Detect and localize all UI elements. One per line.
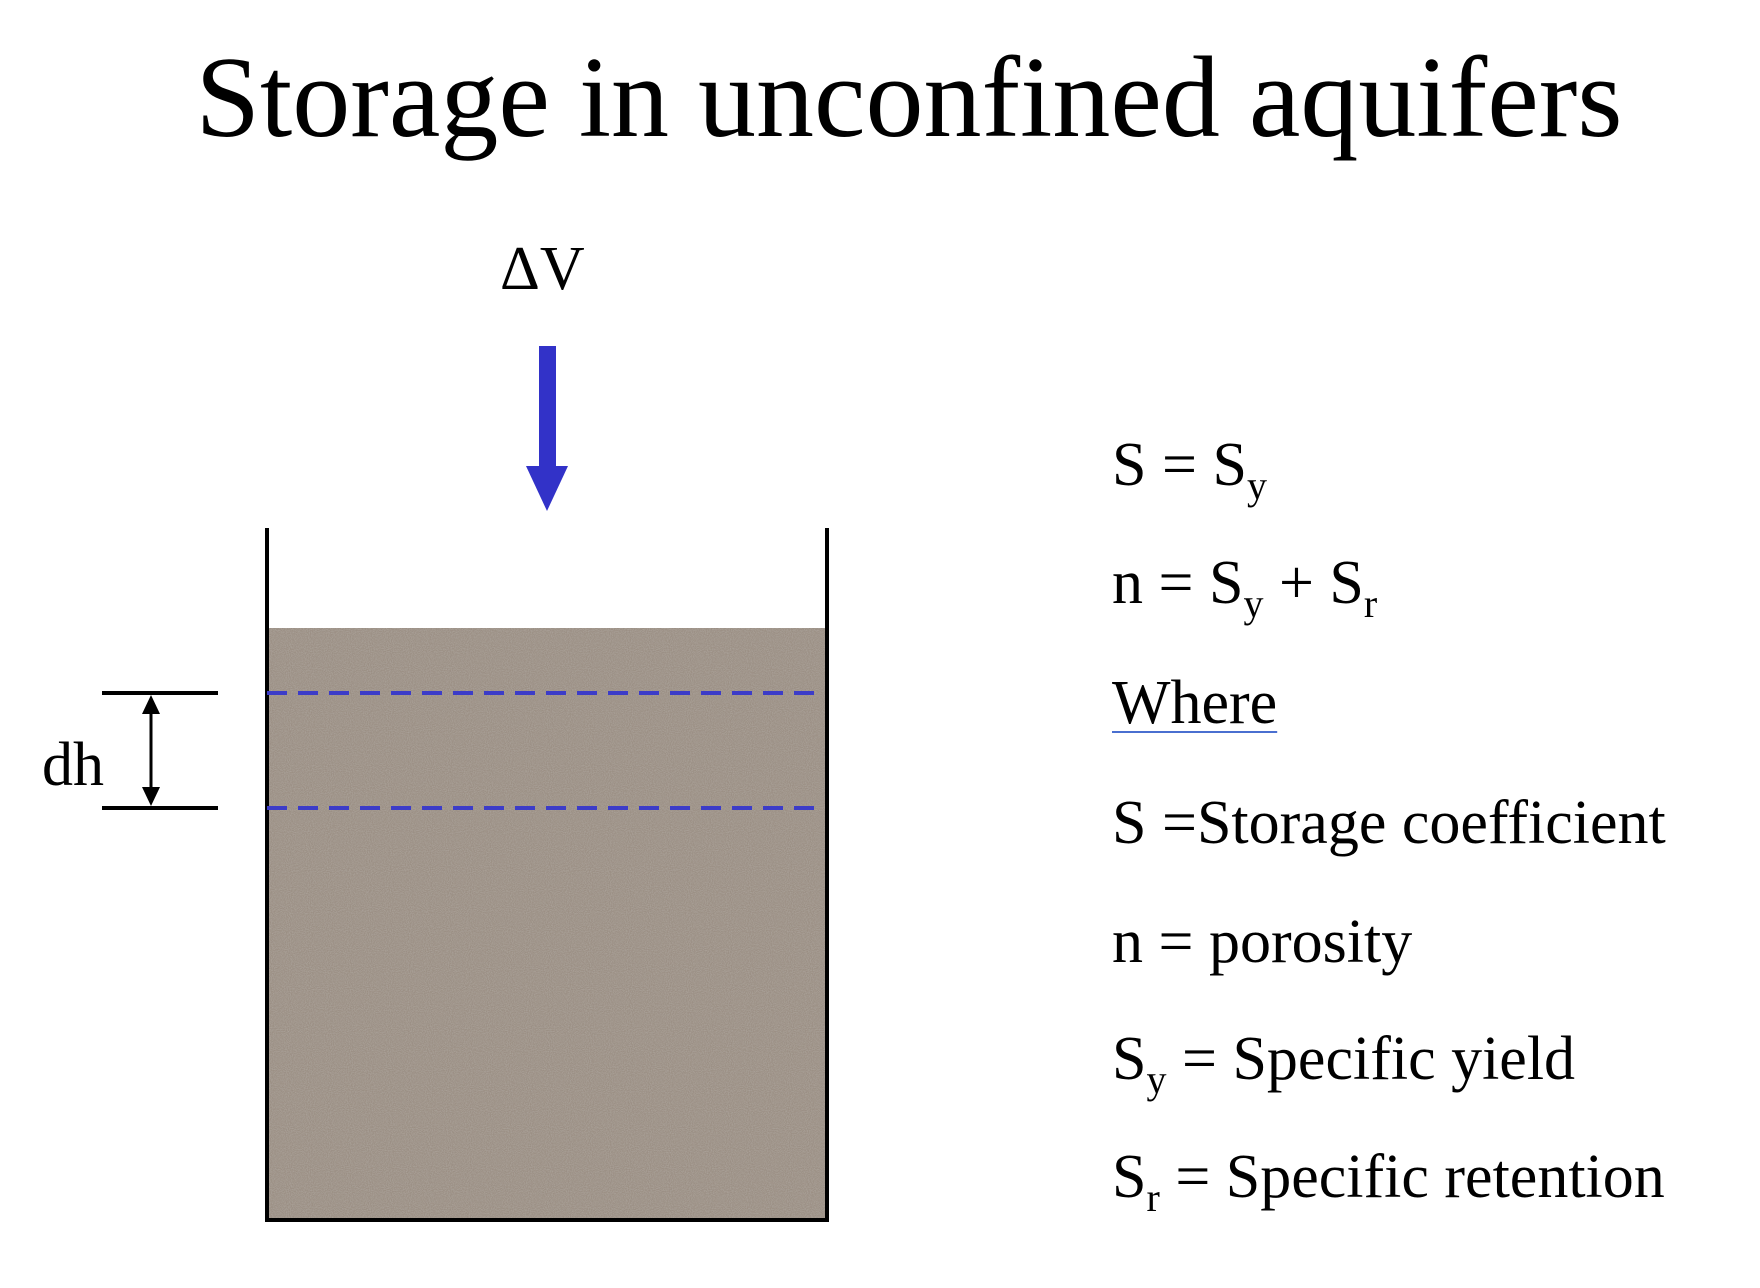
sediment-texture bbox=[267, 628, 825, 1220]
where-text: Where bbox=[1112, 669, 1278, 737]
slide-title: Storage in unconfined aquifers bbox=[195, 34, 1623, 162]
eq2-sub1: y bbox=[1243, 581, 1264, 626]
eq2-mid: + S bbox=[1263, 549, 1364, 617]
equation-s-equals-sy: S = Sy bbox=[1112, 428, 1267, 506]
sr-text: = Specific retention bbox=[1159, 1143, 1665, 1211]
equation-n-equals-sy-plus-sr: n = Sy + Sr bbox=[1112, 546, 1377, 624]
dh-label: dh bbox=[42, 731, 104, 799]
where-heading: Where bbox=[1112, 666, 1277, 740]
definition-storage-coefficient: S =Storage coefficient bbox=[1112, 789, 1666, 857]
eq2-lhs: n = S bbox=[1112, 549, 1244, 617]
dh-arrow-down bbox=[142, 787, 160, 806]
definition-porosity: n = porosity bbox=[1112, 908, 1413, 976]
eq2-sub2: r bbox=[1363, 581, 1378, 626]
eq1-lhs: S = S bbox=[1112, 431, 1247, 499]
sr-sub: r bbox=[1146, 1175, 1160, 1220]
inflow-arrow-shaft bbox=[539, 346, 556, 468]
inflow-arrow-head bbox=[526, 466, 568, 511]
eq1-sub: y bbox=[1246, 463, 1267, 508]
sy-sub: y bbox=[1146, 1057, 1167, 1102]
sy-symbol: S bbox=[1112, 1025, 1147, 1093]
delta-v-label: ΔV bbox=[500, 235, 585, 303]
definition-specific-retention: Sr = Specific retention bbox=[1112, 1140, 1665, 1218]
dh-arrow-up bbox=[142, 695, 160, 714]
sy-text: = Specific yield bbox=[1166, 1025, 1576, 1093]
sr-symbol: S bbox=[1112, 1143, 1147, 1211]
definition-specific-yield: Sy = Specific yield bbox=[1112, 1022, 1576, 1100]
